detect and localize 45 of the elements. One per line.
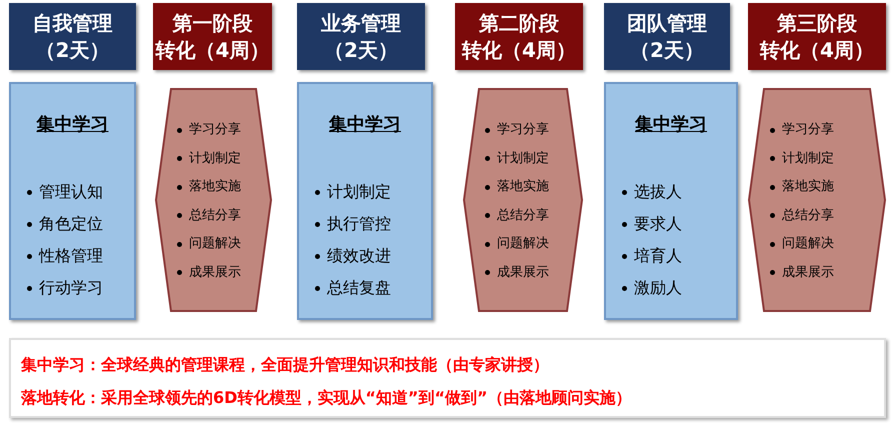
note-text: 落地转化：采用全球领先的6D转化模型，实现从“知道”到“做到”（由落地顾问实施）: [21, 387, 632, 409]
course-panel: [297, 82, 433, 320]
list-item: 计划制定: [497, 150, 549, 168]
list-item: 学习分享: [782, 121, 834, 139]
list-item: 总结分享: [497, 206, 549, 224]
course-panel: [9, 82, 136, 320]
list-item: 角色定位: [39, 213, 103, 235]
list-item: 行动学习: [39, 277, 103, 299]
stage-header-box: 业务管理 （2天）: [297, 3, 425, 70]
list-item: 管理认知: [39, 181, 103, 203]
note-text: 集中学习：全球经典的管理课程，全面提升管理知识和技能（由专家讲授）: [21, 354, 550, 376]
list-item: 成果展示: [189, 264, 241, 282]
stage-header-box: 第二阶段 转化（4周）: [455, 3, 583, 70]
list-item: 学习分享: [497, 121, 549, 139]
list-item: 问题解决: [497, 235, 549, 253]
section-heading: 集中学习: [36, 113, 108, 136]
stage-header-box: 第一阶段 转化（4周）: [153, 3, 272, 70]
list-item: 问题解决: [189, 235, 241, 253]
stage-header-box: 团队管理 （2天）: [604, 3, 730, 70]
list-item: 计划制定: [189, 150, 241, 168]
list-item: 计划制定: [782, 150, 834, 168]
list-item: 学习分享: [189, 121, 241, 139]
list-item: 绩效改进: [327, 245, 391, 267]
list-item: 执行管控: [327, 213, 391, 235]
list-item: 计划制定: [327, 181, 391, 203]
section-heading: 集中学习: [635, 113, 707, 136]
list-item: 成果展示: [782, 264, 834, 282]
list-item: 要求人: [634, 213, 682, 235]
list-item: 性格管理: [39, 245, 103, 267]
section-heading: 集中学习: [329, 113, 401, 136]
note-panel: [9, 338, 886, 418]
list-item: 成果展示: [497, 264, 549, 282]
list-item: 落地实施: [497, 178, 549, 196]
list-item: 选拔人: [634, 181, 682, 203]
list-item: 问题解决: [782, 235, 834, 253]
list-item: 培育人: [634, 245, 682, 267]
list-item: 总结分享: [189, 206, 241, 224]
list-item: 激励人: [634, 277, 682, 299]
list-item: 落地实施: [782, 178, 834, 196]
list-item: 总结分享: [782, 206, 834, 224]
list-item: 落地实施: [189, 178, 241, 196]
course-panel: [604, 82, 738, 320]
stage-header-box: 自我管理 （2天）: [9, 3, 136, 70]
list-item: 总结复盘: [327, 277, 391, 299]
stage-header-box: 第三阶段 转化（4周）: [748, 3, 886, 70]
